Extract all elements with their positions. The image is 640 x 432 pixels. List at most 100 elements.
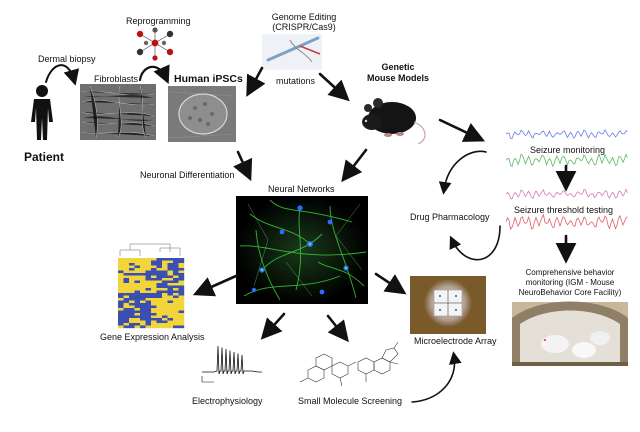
heatmap-cell [167, 265, 174, 269]
heatmap-cell [145, 300, 152, 304]
heatmap-cell [118, 295, 124, 299]
heatmap-cell [123, 310, 130, 314]
heatmap-cell [178, 278, 185, 281]
label-behavior-line2: monitoring (IGM - Mouse [525, 278, 615, 287]
heatmap-cell [145, 308, 152, 311]
heatmap-cell [118, 290, 124, 294]
heatmap-cell [173, 288, 179, 291]
heatmap-cell [118, 285, 124, 289]
heatmap-cell [156, 320, 163, 324]
heatmap-cell [145, 313, 152, 316]
heatmap-cell [118, 280, 124, 284]
heatmap-cell [129, 313, 135, 316]
heatmap-cell [156, 285, 163, 289]
heatmap-cell [134, 318, 141, 321]
heatmap-cell [129, 270, 135, 274]
heatmap-cell [129, 263, 135, 266]
heatmap-cell [162, 285, 168, 289]
heatmap-cell [178, 320, 185, 324]
heatmap-cell [129, 293, 135, 296]
heatmap-cell [118, 305, 124, 309]
heatmap-cell [129, 273, 135, 276]
heatmap-cell [167, 258, 174, 261]
heatmap-cell [167, 315, 174, 319]
heatmap-cell [173, 258, 179, 261]
heatmap-cell [118, 315, 124, 319]
heatmap-cell [145, 325, 152, 329]
heatmap-cell [123, 293, 130, 296]
heatmap-cell [134, 273, 141, 276]
heatmap-cell [178, 288, 185, 291]
heatmap-cell [123, 270, 130, 274]
heatmap-cell [178, 310, 185, 314]
heatmap-cell [123, 280, 130, 284]
heatmap-cell [134, 265, 141, 269]
heatmap-cell [151, 288, 157, 291]
label-mutations: mutations [276, 76, 316, 86]
heatmap-cell [151, 295, 157, 299]
heatmap-cell [173, 325, 179, 329]
heatmap-cell [129, 310, 135, 314]
crispr-pipette-illustration [262, 34, 322, 70]
heatmap-cell [118, 310, 124, 314]
heatmap-cell [173, 270, 179, 274]
label-mouse-models: Mouse Models [366, 73, 429, 83]
heatmap-cell [129, 260, 135, 264]
heatmap-cell [123, 263, 130, 266]
label-gene-expression: Gene Expression Analysis [100, 332, 205, 342]
heatmap-cell [140, 308, 146, 311]
heatmap-cell [156, 315, 163, 319]
heatmap-cell [167, 313, 174, 316]
heatmap-cell [162, 315, 168, 319]
heatmap-cell [167, 310, 174, 314]
label-genetic: Genetic [381, 62, 415, 72]
heatmap-cell [173, 280, 179, 284]
heatmap-cell [151, 313, 157, 316]
heatmap-cell [173, 268, 179, 271]
heatmap-cell [162, 260, 168, 264]
heatmap-cell [162, 295, 168, 299]
heatmap-cell [118, 278, 124, 281]
heatmap-cell [123, 275, 130, 279]
heatmap-cell [178, 298, 185, 301]
heatmap-cell [118, 293, 124, 296]
heatmap-cell [151, 303, 157, 306]
heatmap-cell [140, 260, 146, 264]
heatmap-cell [118, 303, 124, 306]
heatmap-cell [118, 260, 124, 264]
heatmap-cell [151, 268, 157, 271]
heatmap-cell [167, 285, 174, 289]
label-microelectrode-array: Microelectrode Array [414, 336, 497, 346]
heatmap-cell [123, 315, 130, 319]
gene-expression-heatmap [118, 243, 185, 329]
heatmap-cell [167, 290, 174, 294]
heatmap-cell [151, 258, 157, 261]
heatmap-cell [134, 313, 141, 316]
heatmap-cell [134, 268, 141, 271]
heatmap-cell [134, 270, 141, 274]
heatmap-cell [118, 270, 124, 274]
heatmap-cell [167, 318, 174, 321]
label-electrophysiology: Electrophysiology [192, 396, 263, 406]
heatmap-cell [123, 285, 130, 289]
heatmap-cell [173, 308, 179, 311]
heatmap-cell [145, 290, 152, 294]
heatmap-cell [178, 313, 185, 316]
heatmap-cell [162, 313, 168, 316]
heatmap-cell [178, 323, 185, 326]
heatmap-cell [140, 320, 146, 324]
heatmap-cell [129, 288, 135, 291]
heatmap-cell [167, 305, 174, 309]
heatmap-cell [134, 290, 141, 294]
label-crispr-cas9: (CRISPR/Cas9) [272, 22, 336, 32]
heatmap-cell [151, 308, 157, 311]
heatmap-cell [151, 315, 157, 319]
heatmap-cell [151, 278, 157, 281]
heatmap-cell [140, 268, 146, 271]
heatmap-cell [151, 283, 157, 286]
heatmap-cell [173, 295, 179, 299]
heatmap-cell [140, 325, 146, 329]
heatmap-cell [123, 278, 130, 281]
heatmap-cell [167, 300, 174, 304]
heatmap-cell [140, 273, 146, 276]
